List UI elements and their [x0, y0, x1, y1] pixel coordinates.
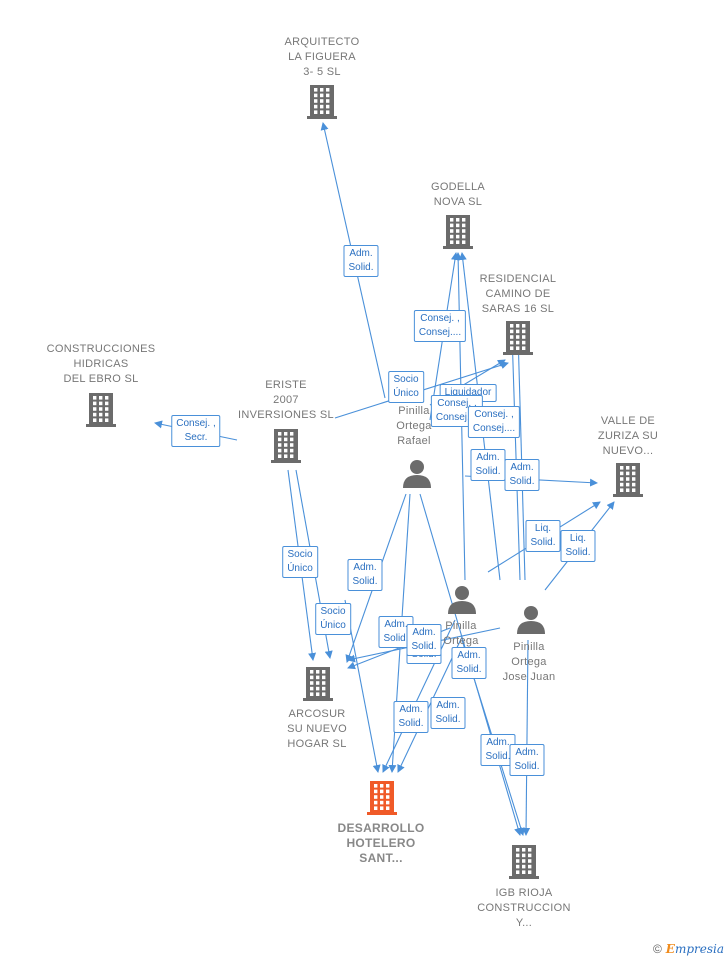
node-label[interactable]: Pinilla Ortega Jose Juan — [502, 641, 556, 683]
person-icon[interactable] — [403, 460, 431, 488]
edge-role-label: Consej. , Consej.... — [467, 406, 521, 438]
node-label[interactable]: ERISTE 2007 INVERSIONES SL — [238, 379, 334, 421]
edge-line — [514, 332, 526, 581]
node-label[interactable]: GODELLA NOVA SL — [430, 181, 486, 208]
edge-role-label: Liq. Solid. — [525, 520, 561, 552]
building-icon[interactable] — [443, 215, 473, 249]
brand-initial: E — [665, 942, 675, 956]
edge-line — [397, 636, 463, 773]
edge-line — [382, 619, 456, 773]
edge-role-label: Liq. Solid. — [560, 530, 596, 562]
copyright-symbol: © — [652, 942, 662, 956]
edge-role-label: Socio Único — [388, 371, 424, 403]
edge-role-label: Consej. , Consej.... — [413, 310, 467, 342]
edges — [154, 122, 615, 836]
edge-role-label: Socio Único — [315, 603, 351, 635]
edge-role-label: Consej. , Secr. — [171, 415, 221, 447]
building-icon[interactable] — [271, 429, 301, 463]
person-icon[interactable] — [517, 606, 545, 634]
edge-line — [508, 332, 521, 581]
edge-role-label: Adm. Solid. — [504, 459, 540, 491]
edge-role-label: Adm. Solid. — [430, 697, 466, 729]
node-label[interactable]: DESARROLLO HOTELERO SANT... — [337, 821, 425, 865]
building-icon[interactable] — [307, 85, 337, 119]
edge-role-label: Adm. Solid. — [347, 559, 383, 591]
edge-line — [522, 639, 531, 836]
node-label[interactable]: VALLE DE ZURIZA SU NUEVO... — [597, 415, 659, 457]
building-icon[interactable] — [509, 845, 539, 879]
node-label[interactable]: ARQUITECTO LA FIGUERA 3- 5 SL — [284, 36, 360, 78]
node-label[interactable]: IGB RIOJA CONSTRUCCION Y... — [477, 887, 571, 929]
node-label[interactable]: Pinilla Ortega Rafael — [396, 405, 432, 447]
node-label[interactable]: CONSTRUCCIONES HIDRICAS DEL EBRO SL — [46, 343, 156, 385]
edge-role-label: Adm. Solid. — [470, 449, 506, 481]
node-label[interactable]: ARCOSUR SU NUEVO HOGAR SL — [287, 708, 347, 750]
brand-name: mpresia — [674, 942, 724, 956]
brand-logo: ©Empresia — [653, 942, 724, 956]
building-icon[interactable] — [303, 667, 333, 701]
person-icon[interactable] — [448, 586, 476, 614]
node-label[interactable]: Pinilla Ortega — [443, 620, 479, 647]
edge-role-label: Adm. Solid. — [406, 624, 442, 656]
node-label[interactable]: RESIDENCIAL CAMINO DE SARAS 16 SL — [479, 273, 557, 315]
building-icon[interactable] — [503, 321, 533, 355]
edge-role-label: Adm. Solid. — [451, 647, 487, 679]
building-icon[interactable] — [367, 781, 397, 815]
building-icon[interactable] — [613, 463, 643, 497]
edge-role-label: Adm. Solid. — [393, 701, 429, 733]
edge-role-label: Socio Único — [282, 546, 318, 578]
edge-role-label: Adm. Solid. — [343, 245, 379, 277]
node-icons — [86, 85, 643, 879]
edge-role-label: Adm. Solid. — [509, 744, 545, 776]
building-icon[interactable] — [86, 393, 116, 427]
